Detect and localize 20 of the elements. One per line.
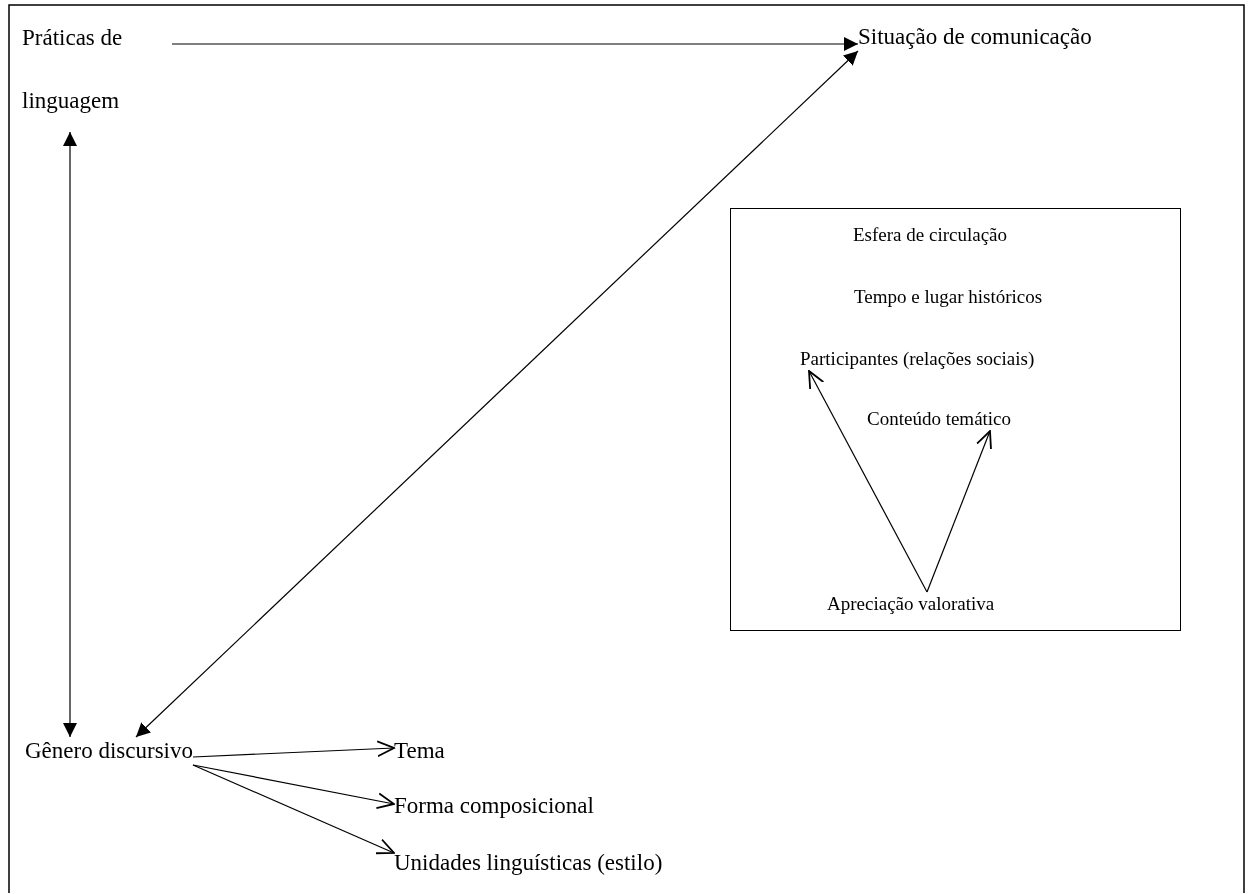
arrow (171, 37, 859, 51)
node-label: Unidades linguísticas (estilo) (394, 849, 663, 877)
arrow (63, 131, 77, 738)
node-label: Esfera de circulação (853, 223, 1007, 247)
node-label: Conteúdo temático (867, 407, 1012, 431)
context-box (730, 208, 1181, 631)
arrow (192, 764, 395, 855)
arrow (926, 430, 992, 593)
arrow (192, 764, 395, 810)
node-label: Tema (394, 737, 445, 765)
arrow (808, 370, 928, 593)
node-label: Práticas de linguagem (22, 6, 172, 132)
node-label: Participantes (relações sociais) (800, 347, 1035, 371)
node-label: Situação de comunicação (858, 23, 1092, 51)
node-label: Tempo e lugar históricos (854, 285, 1043, 309)
node-label: Gênero discursivo (25, 737, 193, 765)
node-label: Forma composicional (394, 792, 594, 820)
node-label: Apreciação valorativa (827, 592, 995, 616)
arrow (135, 50, 859, 738)
arrow (192, 740, 395, 758)
